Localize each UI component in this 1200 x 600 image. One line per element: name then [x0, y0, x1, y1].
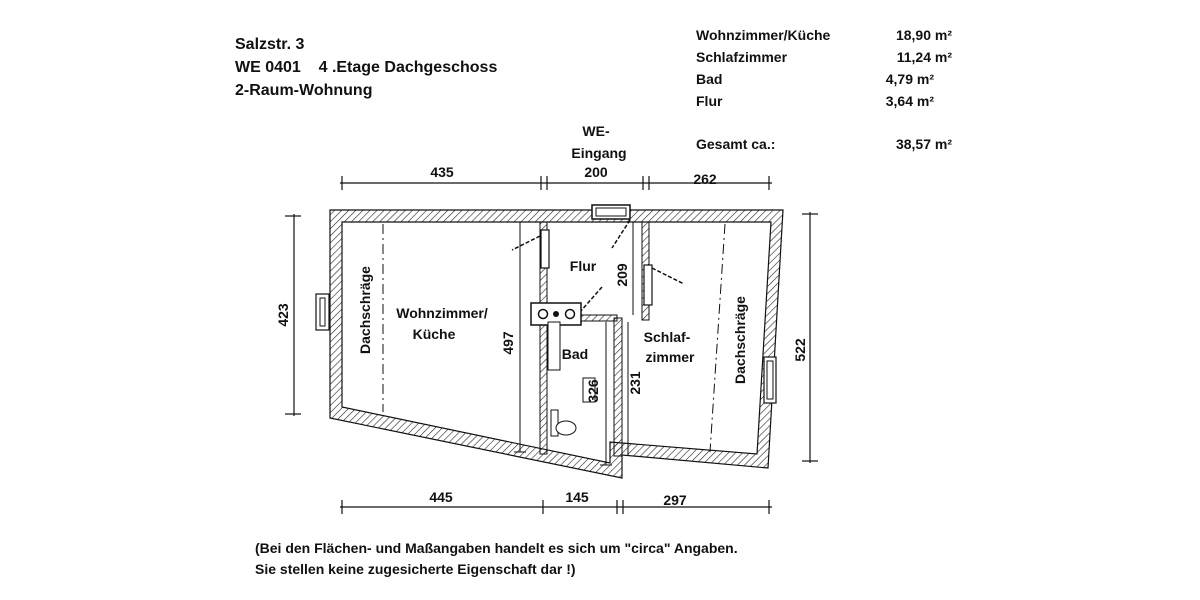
toilet-icon: [555, 420, 577, 436]
entrance-label-line1: WE-: [582, 123, 610, 139]
room-label-sleep-2: zimmer: [645, 349, 695, 365]
disclaimer-line2: Sie stellen keine zugesicherte Eigenscha…: [255, 561, 576, 577]
disclaimer-line1: (Bei den Flächen- und Maßangaben handelt…: [255, 540, 738, 556]
area-row-living: Wohnzimmer/Küche 18,90 m²: [696, 27, 956, 43]
area-row-total: Gesamt ca.: 38,57 m²: [696, 136, 956, 152]
stove-burner-icon: [537, 308, 549, 320]
area-value: 4,79 m²: [885, 71, 934, 87]
dim-label-231: 231: [627, 371, 643, 395]
window-right-inner: [766, 360, 774, 400]
stove-burner-icon: [553, 311, 559, 317]
shower-icon: [547, 321, 561, 371]
room-label-bath: Bad: [562, 346, 588, 362]
dim-label-bottom-2: 145: [565, 489, 589, 505]
dim-label-209: 209: [614, 263, 630, 287]
dim-label-bottom-1: 445: [429, 489, 453, 505]
door-swing-entrance: [611, 219, 631, 249]
dim-label-326: 326: [585, 379, 601, 403]
slope-lines: [382, 223, 726, 453]
wall-living-hall: [539, 221, 548, 455]
area-room-label: Bad: [696, 71, 723, 87]
entrance-door-inner: [595, 207, 627, 217]
door-swing-living: [511, 235, 541, 251]
sink-icon: [582, 377, 596, 403]
dim-chain-left: [285, 214, 301, 416]
slope-label-left: Dachschräge: [357, 266, 373, 354]
door-leaves: [511, 219, 685, 313]
room-label-sleep-1: Schlaf-: [644, 329, 691, 345]
dim-label-497: 497: [500, 331, 516, 355]
dim-chain-right: [802, 212, 818, 463]
windows: [315, 204, 777, 404]
window-left-inner: [319, 297, 326, 327]
dim-label-top-1: 435: [430, 164, 454, 180]
area-value: 3,64 m²: [885, 93, 934, 109]
slope-label-right: Dachschräge: [732, 296, 748, 384]
area-row-sleep: Schlafzimmer 11,24 m²: [696, 49, 956, 65]
door-swing-sleep: [651, 267, 685, 285]
address-title: Salzstr. 3: [235, 36, 305, 53]
dim-label-top-3: 262: [693, 171, 717, 187]
area-row-hall: Flur 3,64 m²: [696, 93, 956, 109]
room-label-living-2: Küche: [413, 326, 456, 342]
door-leaf-sleep: [643, 264, 653, 306]
entrance-label-line2: Eingang: [571, 145, 626, 161]
area-total-value: 38,57 m²: [895, 136, 952, 152]
dim-label-left: 423: [275, 303, 291, 327]
area-room-label: Schlafzimmer: [696, 49, 788, 65]
area-room-label: Wohnzimmer/Küche: [696, 27, 831, 43]
slope-line-right: [709, 223, 726, 453]
area-room-label: Flur: [696, 93, 723, 109]
dim-chain-top: [340, 176, 772, 190]
door-swing-bath: [579, 286, 603, 313]
dim-chain-bottom: [340, 500, 772, 514]
room-label-living-1: Wohnzimmer/: [396, 305, 488, 321]
wall-bath-sleep: [613, 317, 623, 457]
stove-burner-icon: [564, 308, 576, 320]
toilet-tank-icon: [550, 409, 559, 437]
dim-label-bottom-3: 297: [663, 492, 687, 508]
unit-title: WE 0401 4 .Etage Dachgeschoss: [235, 59, 498, 76]
area-value: 18,90 m²: [895, 27, 952, 43]
area-value: 11,24 m²: [896, 49, 952, 65]
area-total-label: Gesamt ca.:: [696, 136, 776, 152]
room-label-hall: Flur: [570, 258, 597, 274]
dim-label-top-2: 200: [584, 164, 608, 180]
dim-label-right: 522: [792, 338, 808, 362]
interior-dimension-lines: [514, 222, 634, 466]
apartment-type: 2-Raum-Wohnung: [235, 82, 373, 99]
area-row-bath: Bad 4,79 m²: [696, 71, 956, 87]
door-leaf-living: [540, 229, 550, 269]
bath-fixtures: [530, 302, 596, 437]
